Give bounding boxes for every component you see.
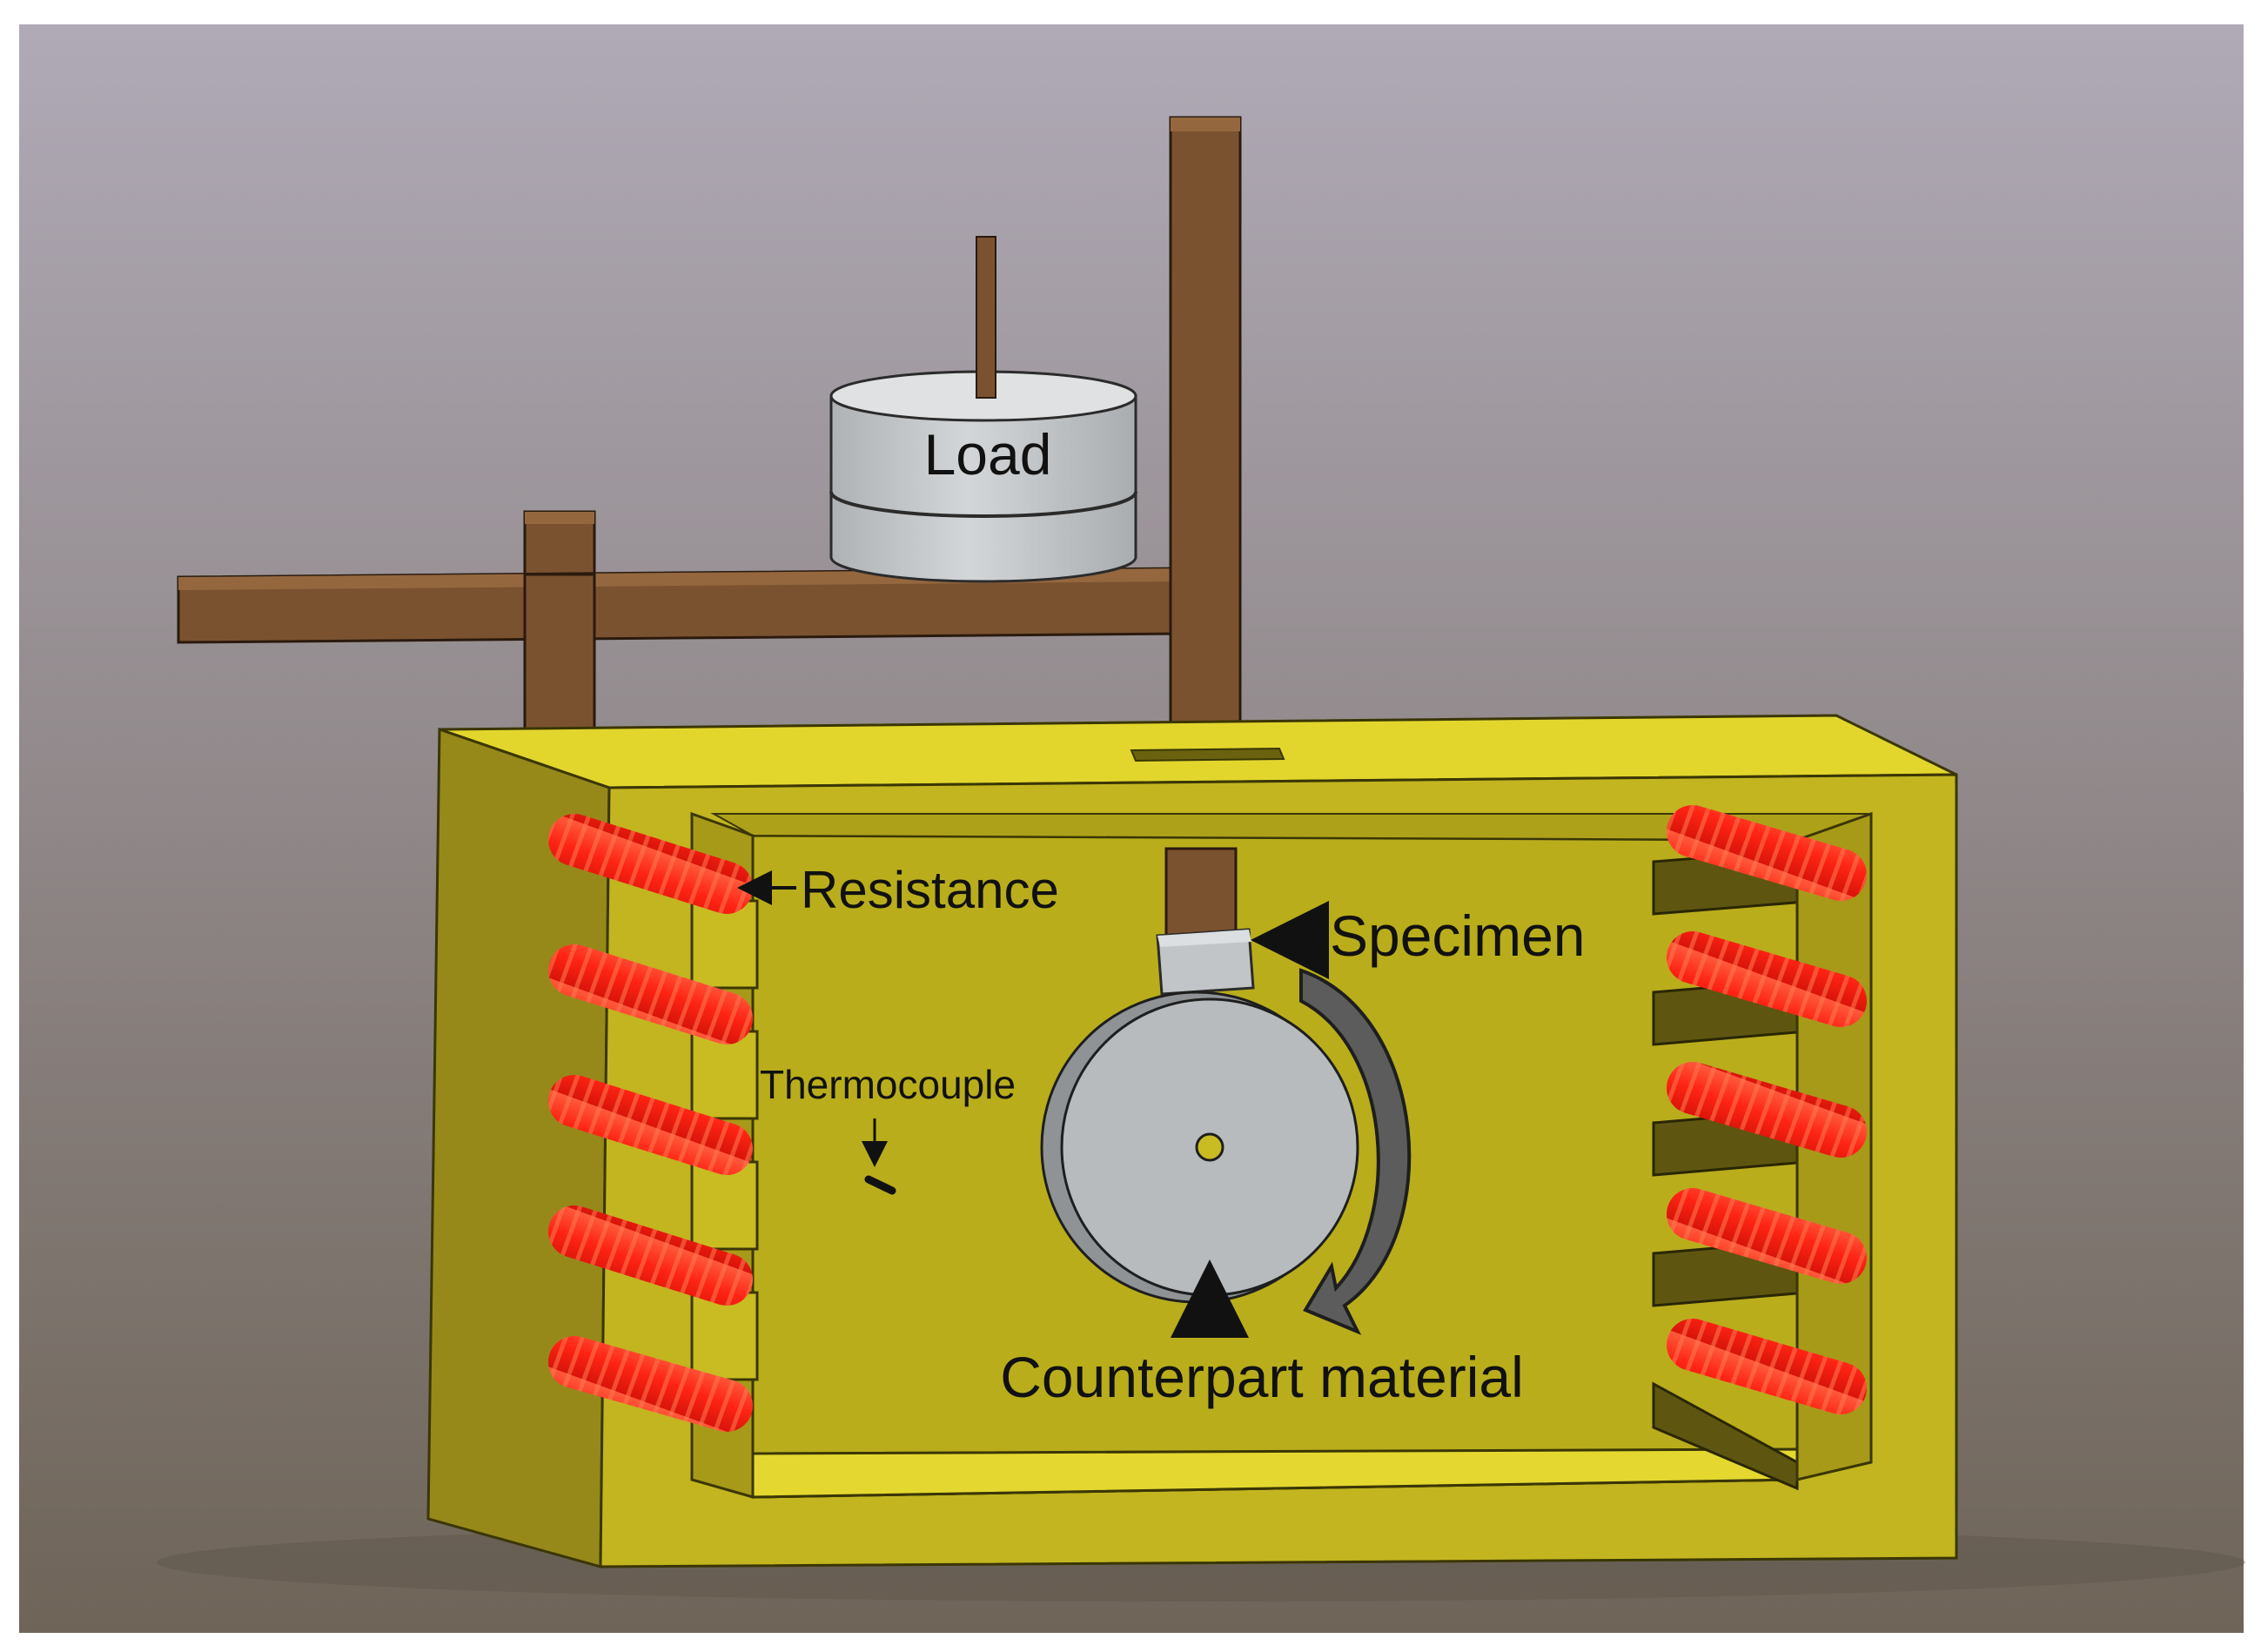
vertical-shaft-top xyxy=(1171,118,1240,131)
heating-coil-right-5 xyxy=(1667,1319,1867,1414)
heating-coil-left-1 xyxy=(548,814,753,914)
lever-assembly: Load xyxy=(177,116,1242,766)
heating-coil-left-5 xyxy=(548,1336,753,1432)
heating-coil-right-2 xyxy=(1667,931,1867,1027)
load-weight xyxy=(829,236,1137,583)
thermocouple-label: Thermocouple xyxy=(760,1062,1016,1107)
thermocouple-probe xyxy=(864,1175,896,1195)
specimen-label: Specimen xyxy=(1330,903,1586,968)
annotation-labels: Resistance Specimen Thermocouple Counter… xyxy=(737,861,1586,1409)
resistance-label: Resistance xyxy=(801,861,1059,919)
heating-coil-left-4 xyxy=(548,1205,753,1306)
disc-hub xyxy=(1195,1132,1224,1162)
left-post-top xyxy=(525,512,594,524)
load-rod xyxy=(976,236,996,399)
load-label: Load xyxy=(924,422,1052,487)
heating-coils-left xyxy=(548,814,753,1432)
specimen-holder xyxy=(1156,847,1255,996)
vertical-load-shaft xyxy=(1169,116,1242,759)
heating-coil-right-1 xyxy=(1667,805,1867,901)
heating-coil-right-4 xyxy=(1667,1188,1867,1284)
counterpart-label: Counterpart material xyxy=(1000,1345,1524,1409)
heating-coil-left-2 xyxy=(548,944,753,1044)
curved-rotation-arrow-icon xyxy=(1299,968,1412,1335)
heating-coil-right-3 xyxy=(1667,1062,1867,1158)
heating-coils-right xyxy=(1667,805,1867,1414)
heating-coil-left-3 xyxy=(548,1075,753,1175)
specimen-rod xyxy=(1164,847,1238,937)
shaft-slot xyxy=(1130,747,1285,762)
counterpart-disc xyxy=(1040,991,1359,1304)
